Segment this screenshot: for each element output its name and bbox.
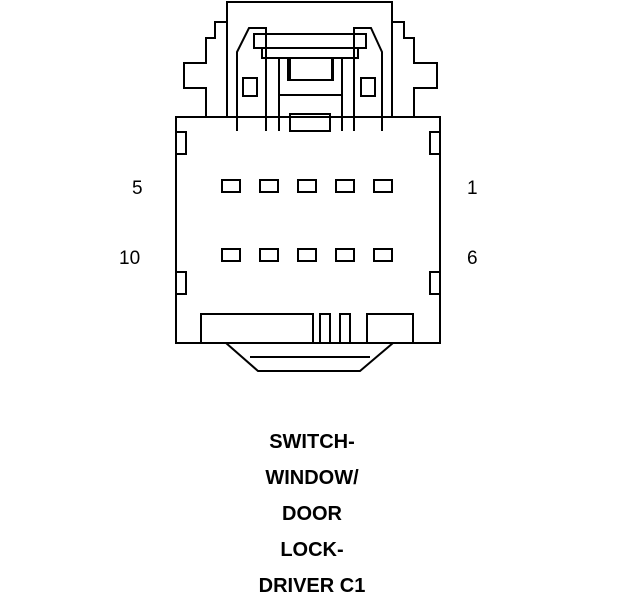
lock-tab-right [360,77,376,97]
cavity-pin-10 [221,248,241,262]
key-block-left [200,313,314,344]
lock-bar-top [253,33,367,49]
lock-frame-left [236,27,267,131]
pin-label-5: 5 [132,178,143,199]
cavity-pin-3 [297,179,317,193]
rib-left-upper [175,131,187,155]
rib-left-lower [175,271,187,295]
cavity-pin-1 [373,179,393,193]
cavity-pin-5 [221,179,241,193]
cavity-pin-9 [259,248,279,262]
caption-line-5: DRIVER C1 [258,575,366,597]
pin-label-10: 10 [119,248,140,269]
lock-inner-window [289,57,333,81]
bottom-skirt [225,342,394,372]
cavity-pin-6 [373,248,393,262]
cavity-pin-8 [297,248,317,262]
lock-frame-right [353,27,383,131]
lock-center-boss [289,113,331,132]
rib-right-lower [429,271,441,295]
connector-housing [175,116,441,344]
caption-line-4: LOCK- [280,539,344,561]
pin-label-1: 1 [467,178,478,199]
lock-tab-left [242,77,258,97]
caption-line-2: WINDOW/ [265,467,359,489]
cavity-pin-7 [335,248,355,262]
pin-label-6: 6 [467,248,478,269]
right-shoulder [392,21,438,118]
rib-right-upper [429,131,441,155]
key-block-right [366,313,414,344]
cavity-pin-4 [259,179,279,193]
latch-tower-outline [226,1,393,117]
cavity-pin-2 [335,179,355,193]
cavity-grid [221,179,393,262]
key-slot-2 [339,313,351,344]
connector-face-diagram: 5 1 10 6 [119,1,478,372]
connector-caption: SWITCH- WINDOW/ DOOR LOCK- DRIVER C1 [0,424,624,604]
key-slot-1 [319,313,331,344]
caption-line-1: SWITCH- [269,431,355,453]
left-shoulder [183,21,227,118]
caption-line-3: DOOR [282,503,342,525]
lock-bar-mid [261,47,359,59]
